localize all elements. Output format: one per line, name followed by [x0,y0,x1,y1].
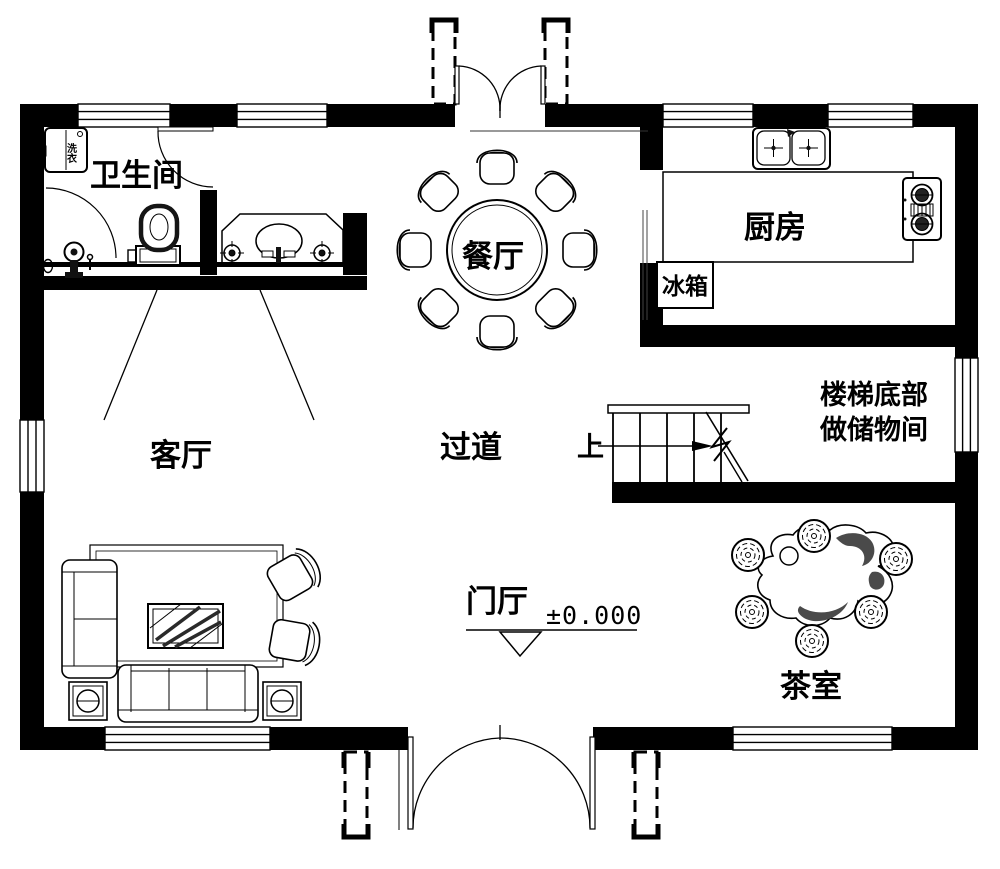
kitchen-fixtures: 冰箱 [656,127,942,309]
column-top-right [541,17,571,106]
label-stairs-note-2: 做储物间 [819,415,928,446]
tv-unit [103,283,315,421]
label-corridor: 过道 [440,430,502,466]
window-top-1 [77,103,171,128]
porch-columns [341,17,661,840]
stool [797,519,831,553]
label-living: 客厅 [150,438,212,474]
vanity-sink [219,213,344,266]
floor-drain [42,258,54,274]
windows [19,103,979,751]
gas-stove [902,177,942,241]
column-bottom-left [341,750,371,840]
stool [795,624,829,658]
label-washer: 洗衣 [65,142,77,164]
stool [735,595,769,629]
label-dining: 餐厅 [462,239,524,275]
tea-cup [779,546,799,566]
fridge: 冰箱 [656,261,714,309]
label-tearoom: 茶室 [780,669,842,705]
window-kitchen-2 [827,103,914,128]
window-bottom-tea [732,726,893,751]
exterior-walls [20,104,978,750]
sofa-three-seat [117,664,259,723]
double-door-top [454,65,546,118]
double-door-entrance [398,725,596,830]
stool [731,538,765,572]
window-top-2 [236,103,328,128]
doors [157,65,648,830]
elevation-value: ±0.000 [546,601,642,630]
label-stairs-up: 上 [577,432,604,463]
washing-machine [42,127,88,173]
window-bottom-living [104,726,271,751]
sofa-loveseat [61,559,118,679]
coffee-table [147,603,224,649]
column-bottom-right [631,750,661,840]
room-labels: 卫生间 餐厅 厨房 客厅 过道 门厅 茶室 上 楼梯底部 做储物间 洗衣 [65,142,929,705]
stool [854,595,888,629]
label-foyer: 门厅 [466,584,528,620]
window-kitchen-1 [662,103,754,128]
kitchen-sliding-door [642,210,648,320]
toilet [127,203,181,266]
armchair-upper [262,542,328,607]
side-table-left [68,681,108,721]
interior-walls [30,127,978,503]
fridge-label: 冰箱 [662,273,708,300]
label-stairs-note-1: 楼梯底部 [820,379,928,411]
stairs-break-symbol [709,427,732,462]
column-top-left [429,17,459,106]
elevation-marker: ±0.000 [466,601,642,658]
window-right [954,357,979,453]
stairs-arrowhead [692,441,713,451]
label-bathroom: 卫生间 [90,158,183,194]
shower-area-arc [45,187,117,259]
bathroom-fixtures [42,127,344,278]
label-kitchen: 厨房 [744,210,806,246]
dining-set [396,149,598,351]
armchair-lower [266,614,324,669]
tea-room-furniture [731,519,913,658]
shower-head [42,241,94,278]
living-room-furniture [61,542,328,723]
bathroom-door [157,126,214,188]
stairs [598,404,750,483]
window-left [19,419,45,493]
kitchen-sink [752,127,831,170]
stool [879,542,913,576]
side-table-right [262,681,302,721]
